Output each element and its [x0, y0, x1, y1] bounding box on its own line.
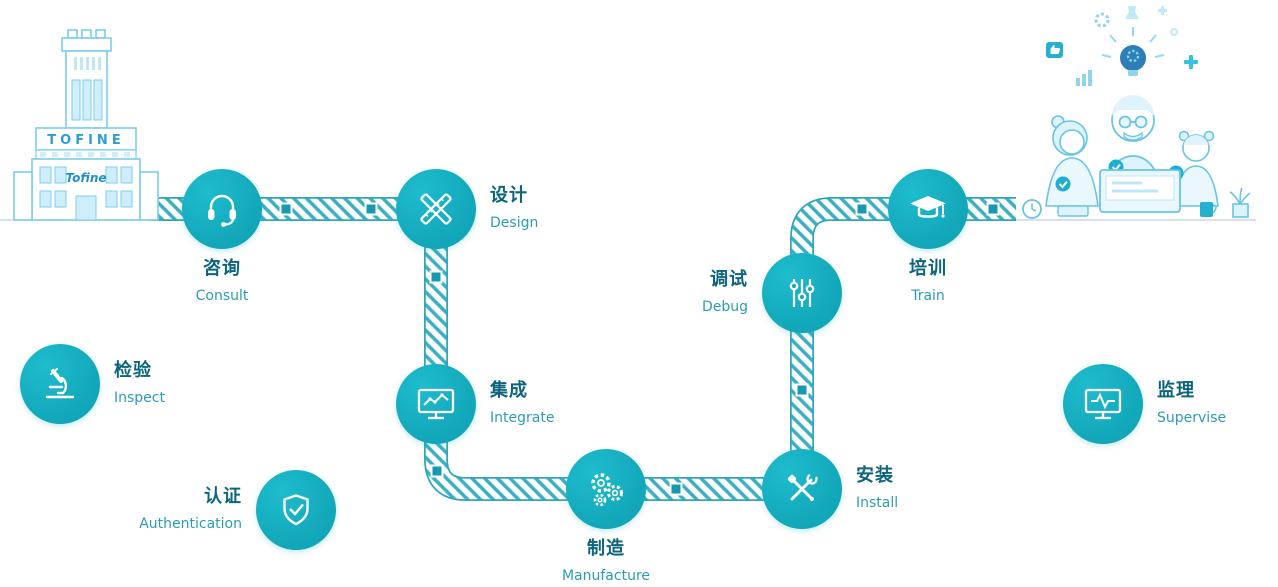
microscope-icon [45, 368, 75, 399]
step-label-zh: 培训 [909, 258, 947, 279]
service-circle-inspect [20, 344, 100, 424]
bulb-rays [1101, 27, 1165, 58]
tower-windows [71, 79, 103, 121]
dot-icon [1170, 28, 1178, 36]
service-label-en: Supervise [1157, 410, 1227, 426]
step-circle-manufacture [566, 449, 646, 529]
step-circle-design [396, 169, 476, 249]
lightbulb-icon [1120, 45, 1146, 71]
facade-windows [39, 166, 133, 208]
step-manufacture: 制造 Manufacture [562, 449, 650, 584]
step-circle-consult [182, 169, 262, 249]
service-label-zh: 监理 [1157, 380, 1195, 401]
headset-icon [208, 194, 236, 227]
step-label-zh: 制造 [587, 538, 625, 559]
keyboard-icon [1057, 205, 1089, 217]
plus-icon-small [1158, 6, 1167, 15]
team-illustration [1022, 6, 1251, 219]
step-label-en: Design [490, 215, 539, 231]
gears-icon [591, 473, 623, 507]
step-label-zh: 咨询 [203, 258, 241, 279]
company-logo: Tofine [65, 171, 106, 185]
pencil-ruler-icon [420, 193, 452, 225]
service-label-en: Inspect [114, 390, 165, 406]
step-train: 培训 Train [888, 169, 968, 304]
step-label-en: Integrate [490, 410, 555, 426]
step-install: 安装 Install [762, 449, 898, 529]
tools-icon [787, 473, 818, 501]
step-label-en: Manufacture [561, 568, 651, 584]
sliders-icon [789, 279, 815, 307]
service-label-en: Authentication [139, 516, 242, 532]
step-label-zh: 设计 [490, 185, 528, 206]
plus-icon [1184, 55, 1198, 69]
service-authentication: 认证 Authentication [139, 470, 336, 550]
monitor-chart-icon [417, 388, 455, 420]
service-label-zh: 检验 [114, 360, 152, 381]
step-label-en: Debug [701, 299, 748, 315]
step-circle-integrate [396, 364, 476, 444]
graduation-cap-icon [910, 196, 946, 218]
step-consult: 咨询 Consult [182, 169, 262, 304]
service-supervise: 监理 Supervise [1063, 364, 1226, 444]
step-label-zh: 集成 [490, 380, 528, 401]
service-inspect: 检验 Inspect [20, 344, 165, 424]
person-left [1045, 115, 1099, 207]
building-door [75, 195, 97, 221]
company-building-illustration: TOFINE Tofine [13, 29, 159, 221]
road-markers [279, 202, 1000, 496]
step-circle-debug [762, 253, 842, 333]
step-debug: 调试 Debug [702, 253, 842, 333]
tower-slit-windows [74, 57, 101, 70]
step-label-en: Consult [195, 288, 249, 304]
step-label-zh: 调试 [710, 269, 748, 290]
step-circle-install [762, 449, 842, 529]
monitor-pulse-icon [1084, 388, 1122, 420]
gear-icon [1094, 12, 1110, 28]
step-label-en: Train [911, 288, 945, 304]
person-right [1173, 130, 1219, 207]
step-label-zh: 安装 [856, 465, 894, 486]
service-circle-authentication [256, 470, 336, 550]
step-label-en: Install [856, 495, 899, 511]
step-integrate: 集成 Integrate [396, 364, 554, 444]
shield-check-icon [283, 494, 309, 526]
coffee-cup-icon [1200, 202, 1213, 217]
service-circle-supervise [1063, 364, 1143, 444]
flask-icon [1125, 6, 1139, 19]
service-label-zh: 认证 [204, 486, 242, 507]
awning [35, 149, 137, 160]
step-circle-train [888, 169, 968, 249]
step-design: 设计 Design [396, 169, 538, 249]
plant-icon [1229, 187, 1251, 218]
bar-chart-icon [1076, 70, 1092, 86]
company-sign: TOFINE [47, 133, 124, 148]
